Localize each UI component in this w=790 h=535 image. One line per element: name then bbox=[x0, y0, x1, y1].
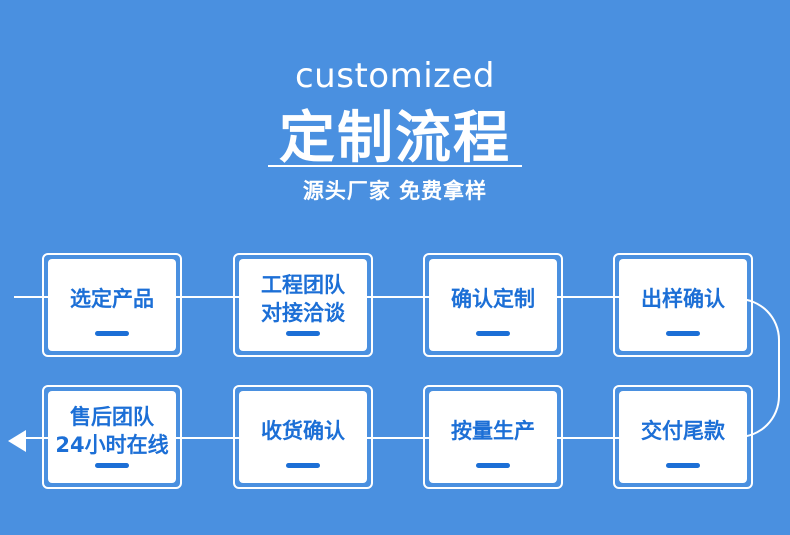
step-card-1: 选定产品 bbox=[42, 253, 182, 357]
title-underline bbox=[268, 165, 522, 167]
step-label: 工程团队 对接洽谈 bbox=[261, 273, 345, 325]
step-label: 交付尾款 bbox=[641, 419, 725, 443]
step-card-inner: 交付尾款 bbox=[619, 391, 747, 483]
arrow-left-icon bbox=[8, 430, 26, 452]
step-label: 售后团队 24小时在线 bbox=[55, 405, 169, 457]
step-indicator-bar bbox=[95, 331, 129, 336]
step-indicator-bar bbox=[476, 463, 510, 468]
step-card-inner: 售后团队 24小时在线 bbox=[48, 391, 176, 483]
step-card-6: 按量生产 bbox=[423, 385, 563, 489]
step-card-5: 交付尾款 bbox=[613, 385, 753, 489]
page-title: 定制流程 bbox=[279, 106, 511, 171]
step-label: 出样确认 bbox=[641, 287, 725, 311]
step-label: 收货确认 bbox=[261, 419, 345, 443]
subtitle-english: customized bbox=[294, 56, 495, 96]
step-indicator-bar bbox=[476, 331, 510, 336]
step-card-3: 确认定制 bbox=[423, 253, 563, 357]
step-label: 选定产品 bbox=[70, 287, 154, 311]
step-indicator-bar bbox=[666, 463, 700, 468]
tagline: 源头厂家 免费拿样 bbox=[302, 179, 488, 203]
step-indicator-bar bbox=[286, 331, 320, 336]
step-indicator-bar bbox=[95, 463, 129, 468]
step-card-inner: 出样确认 bbox=[619, 259, 747, 351]
step-card-inner: 收货确认 bbox=[239, 391, 367, 483]
step-card-4: 出样确认 bbox=[613, 253, 753, 357]
step-card-inner: 确认定制 bbox=[429, 259, 557, 351]
step-indicator-bar bbox=[286, 463, 320, 468]
step-indicator-bar bbox=[666, 331, 700, 336]
step-card-inner: 选定产品 bbox=[48, 259, 176, 351]
step-label: 按量生产 bbox=[451, 419, 535, 443]
step-card-inner: 工程团队 对接洽谈 bbox=[239, 259, 367, 351]
step-card-2: 工程团队 对接洽谈 bbox=[233, 253, 373, 357]
step-card-8: 售后团队 24小时在线 bbox=[42, 385, 182, 489]
step-label: 确认定制 bbox=[451, 287, 535, 311]
step-card-7: 收货确认 bbox=[233, 385, 373, 489]
step-card-inner: 按量生产 bbox=[429, 391, 557, 483]
connector-line-bottom bbox=[24, 437, 740, 439]
connector-line-top bbox=[14, 296, 740, 298]
